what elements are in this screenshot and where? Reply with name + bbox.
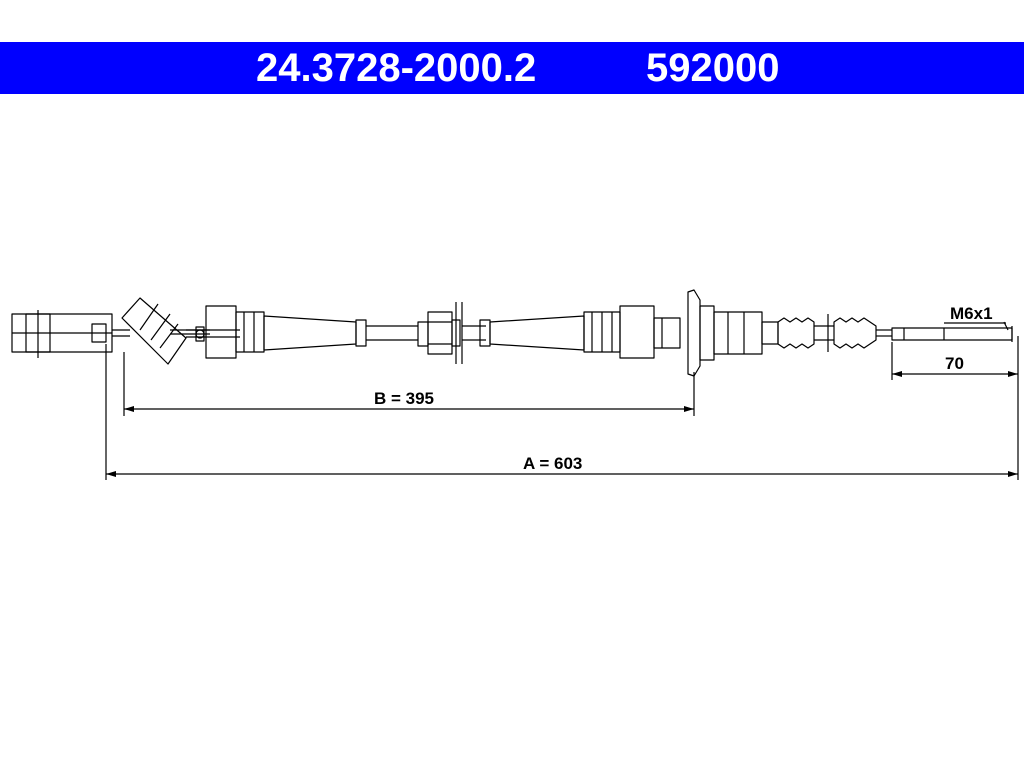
clevis-end [11,310,130,358]
reference-number: 592000 [646,46,780,90]
hex-nut-adjuster [417,302,491,364]
part-number: 24.3728-2000.2 [256,46,537,90]
dimension-70-line [891,342,1018,380]
dimension-b-line [123,352,695,416]
dimension-a-line [105,336,1019,480]
dimension-b-label: B = 395 [374,389,434,408]
title-bar: 24.3728-2000.2 592000 [0,42,1024,94]
thread-length-label: 70 [945,354,964,373]
outer-casing-left [205,305,418,359]
mounting-flange [687,289,763,377]
dimension-a-label: A = 603 [523,454,582,473]
thread-spec-label: M6x1 [950,304,993,323]
corrugated-fitting [761,314,892,352]
outer-casing-right [489,305,681,359]
threaded-end [891,321,1013,342]
